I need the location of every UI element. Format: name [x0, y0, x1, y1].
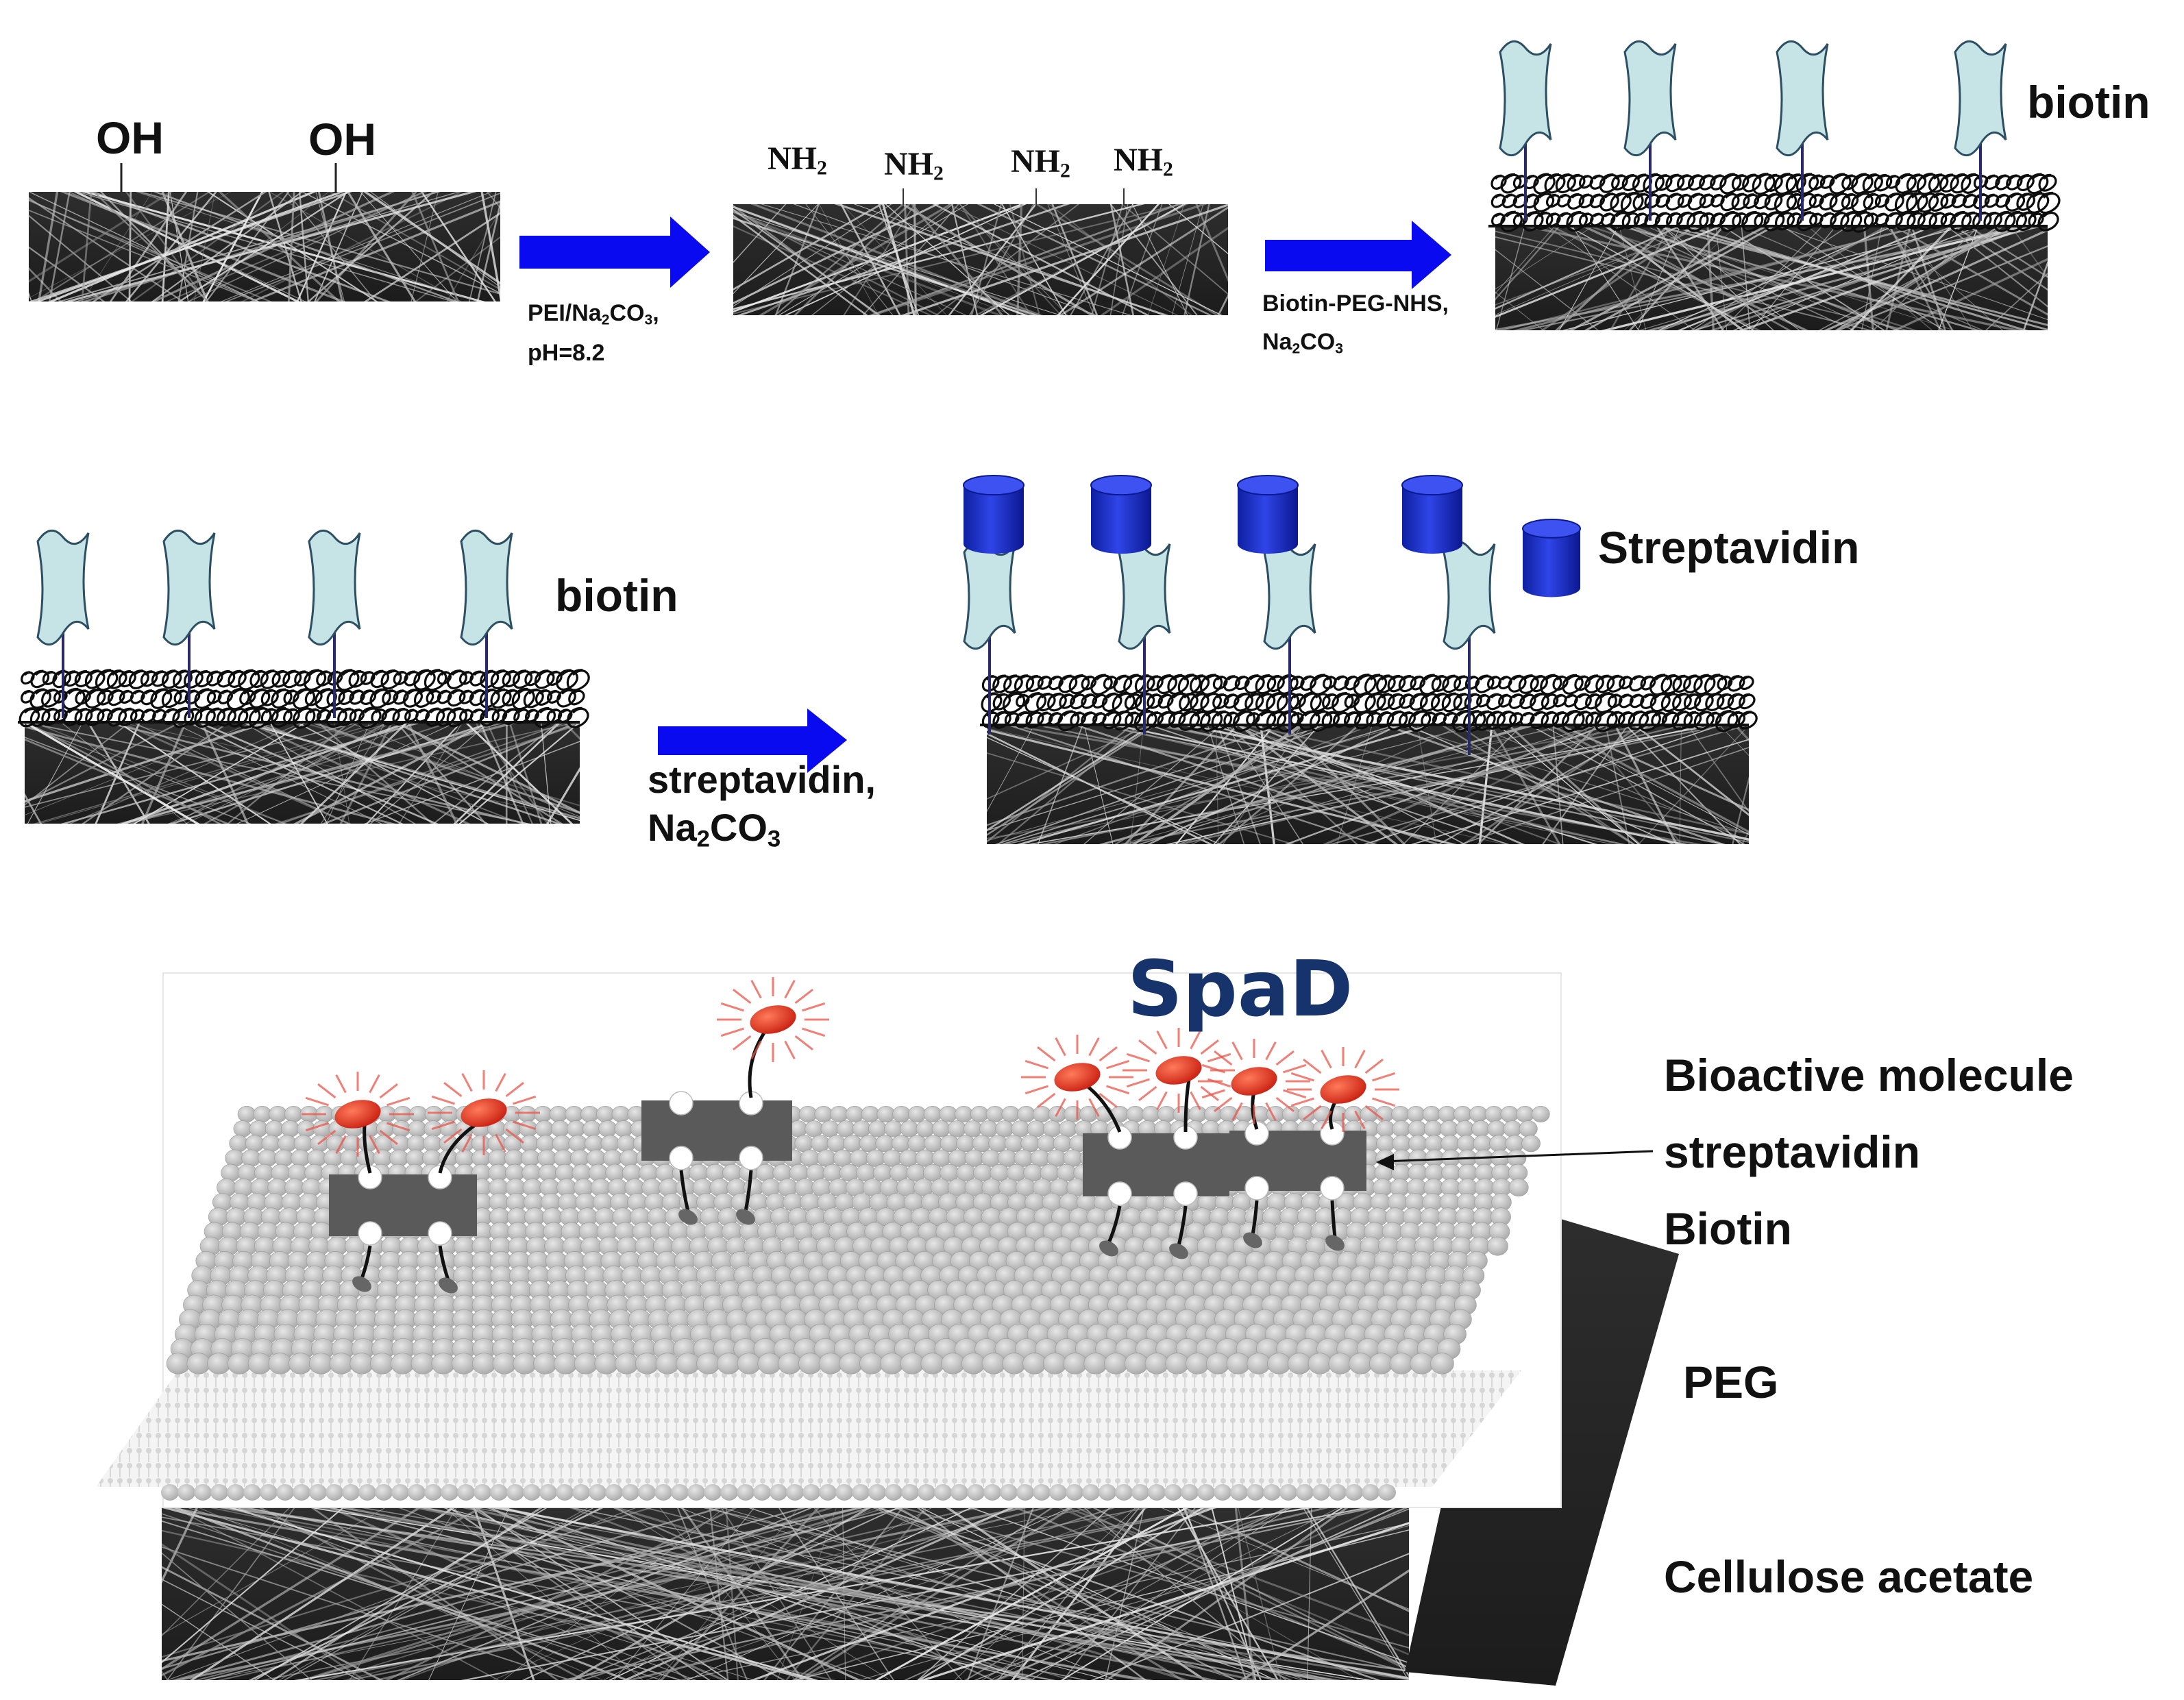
oh-label-2: OH — [308, 114, 376, 164]
reagent-streptavidin-label: streptavidin, — [648, 758, 876, 801]
peg-coil-layer-step4 — [18, 669, 590, 729]
layer-label-peg: PEG — [1683, 1357, 1779, 1407]
layer-label-bioactive-molecule: Bioactive molecule — [1664, 1050, 2074, 1100]
fiber-mat-cellulose-acetate — [162, 1507, 1409, 1680]
oh-label-1: OH — [96, 112, 164, 163]
reagent-pei-label: PEI/Na2CO3, — [528, 300, 659, 328]
peg-sphere-bottom-row — [161, 1484, 1396, 1501]
spad-title: SpaD — [1127, 945, 1353, 1034]
nh2-stems — [903, 188, 1125, 206]
bioactive-assemblies — [302, 977, 1399, 1294]
biotin-tags-step3 — [1499, 40, 2007, 221]
fiber-mat-step2 — [733, 204, 1228, 315]
layer-label-biotin: Biotin — [1664, 1203, 1792, 1254]
streptavidin-cylinders-step5 — [963, 475, 1463, 554]
nh2-label-3: NH2 — [1011, 143, 1070, 182]
biotin-tags-step4 — [36, 530, 513, 718]
fiber-mat-step4 — [25, 721, 580, 824]
peg-coil-layer-step3 — [1488, 173, 2061, 233]
oh-stems — [120, 163, 337, 193]
biotin-tags-step5 — [963, 541, 1496, 755]
nh2-label-4: NH2 — [1114, 142, 1173, 181]
arrow-step1-to-2 — [519, 217, 710, 288]
nh2-label-2: NH2 — [884, 146, 944, 185]
arrow-step4-to-5 — [658, 709, 847, 773]
biotin-label-step4: biotin — [555, 570, 678, 621]
biotin-label-step3: biotin — [2027, 77, 2150, 127]
peg-coil-layer-step5 — [980, 674, 1758, 732]
reagent-ph-label: pH=8.2 — [528, 340, 605, 366]
streptavidin-legend-label: Streptavidin — [1598, 522, 1860, 573]
reagent-biotin-peg-nhs-label: Biotin-PEG-NHS, — [1262, 291, 1449, 317]
streptavidin-pointer-arrow — [1376, 1150, 1654, 1170]
nh2-label-1: NH2 — [768, 140, 827, 180]
arrow-step2-to-3 — [1265, 221, 1451, 289]
reagent-na2co3-label-b: Na2CO3 — [648, 806, 781, 852]
streptavidin-legend-icon — [1522, 519, 1581, 598]
layer-label-streptavidin: streptavidin — [1664, 1126, 1921, 1177]
layer-label-cellulose-acetate: Cellulose acetate — [1664, 1551, 2034, 1602]
reagent-na2co3-label-a: Na2CO3 — [1262, 329, 1343, 357]
fiber-mat-step1 — [29, 192, 500, 301]
